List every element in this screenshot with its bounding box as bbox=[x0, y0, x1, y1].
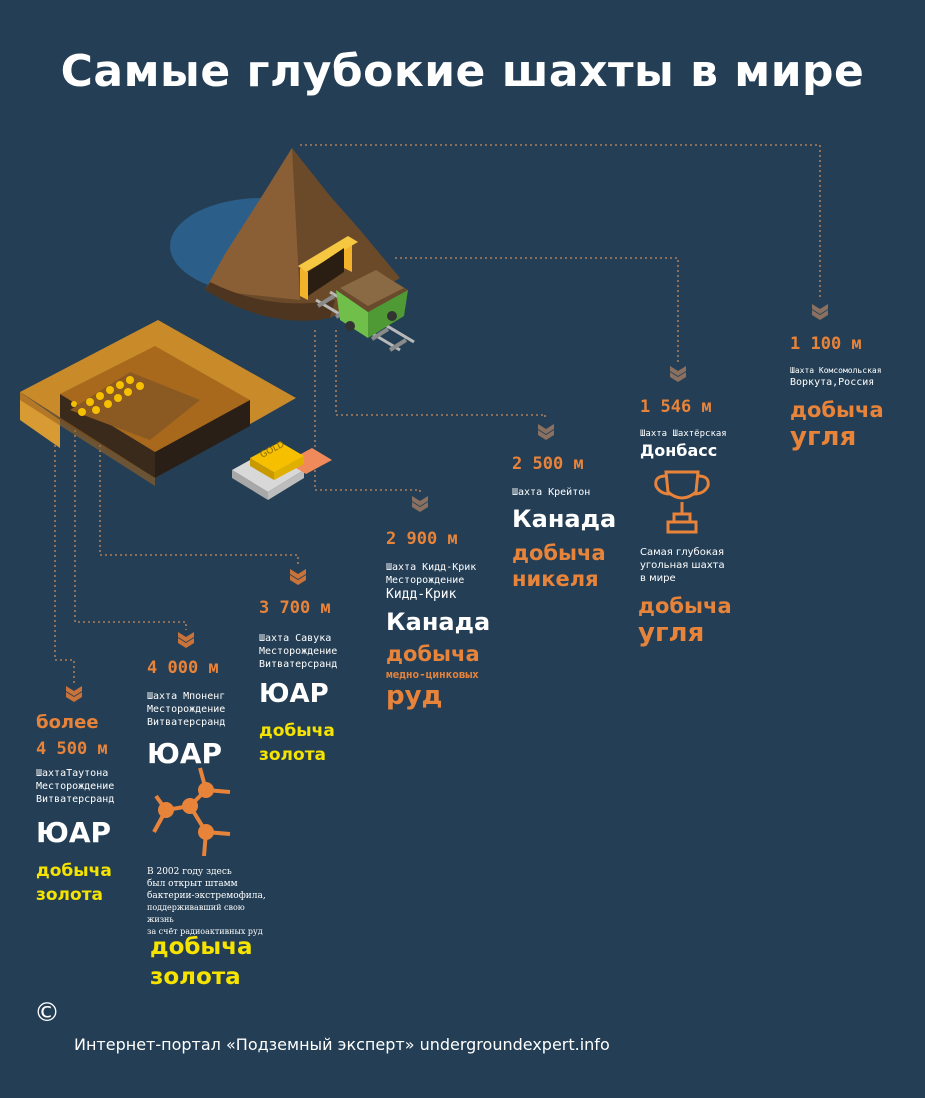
connector-line-mponeng bbox=[74, 420, 187, 630]
mountain-mine-illustration bbox=[170, 148, 415, 352]
page-title: Самые глубокие шахты в мире bbox=[60, 46, 865, 97]
footer-source: Интернет-портал «Подземный эксперт» unde… bbox=[74, 1035, 610, 1054]
country: ЮАР bbox=[259, 679, 329, 709]
gold-seam bbox=[71, 376, 144, 416]
chevron-down-icon bbox=[290, 569, 306, 585]
entrance-opening bbox=[308, 248, 344, 296]
region: Донбасс bbox=[640, 441, 718, 460]
field-line1: Месторождение bbox=[36, 781, 115, 792]
mine-name: ШахтаТаутона bbox=[36, 768, 109, 779]
mine-kidd-creek: 2 900 м Шахта Кидд-Крик Месторождение Ки… bbox=[386, 529, 490, 711]
depth-value: 2 900 м bbox=[386, 529, 458, 549]
mine-mponeng: 4 000 м Шахта Мпоненг Месторождение Витв… bbox=[147, 658, 225, 770]
depth-value: 4 000 м bbox=[147, 658, 219, 678]
country: ЮАР bbox=[147, 737, 223, 770]
mine-name: Шахта Мпоненг bbox=[147, 691, 226, 702]
mine-name: Шахта Шахтёрская bbox=[640, 429, 727, 439]
resource-line3: руд bbox=[386, 681, 443, 711]
region: Воркута,Россия bbox=[790, 377, 875, 388]
mine-name: Шахта Крейтон bbox=[512, 487, 591, 498]
depth-value: 4 500 м bbox=[36, 739, 108, 759]
chevron-down-icon bbox=[812, 304, 828, 320]
field-line1: Месторождение bbox=[386, 575, 465, 586]
connector-line-tautona bbox=[54, 420, 75, 684]
mine-shakhterskaya: 1 546 м Шахта Шахтёрская Донбасс bbox=[640, 397, 727, 460]
note-line: в мире bbox=[640, 573, 676, 584]
shakhterskaya-resource: добыча угля bbox=[638, 594, 732, 648]
resource-line2: никеля bbox=[512, 567, 599, 591]
resource-line2: золота bbox=[259, 745, 327, 765]
chevron-icons bbox=[66, 304, 828, 702]
mine-cart bbox=[336, 270, 408, 338]
mine-komsomolskaya: 1 100 м Шахта Комсомольская Воркута,Росс… bbox=[790, 334, 884, 452]
connector-line-creighton-a bbox=[335, 330, 545, 416]
mountain-light-side bbox=[205, 148, 300, 300]
resource-line2: медно-цинковых bbox=[386, 668, 479, 681]
note-line: угольная шахта bbox=[640, 560, 725, 571]
note-line: Самая глубокая bbox=[640, 547, 725, 558]
resource-line1: добыча bbox=[512, 541, 606, 565]
field-line1: Месторождение bbox=[147, 704, 226, 715]
field-line2: Витватерсранд bbox=[36, 794, 115, 805]
resource-line1: добыча bbox=[790, 398, 884, 422]
ground-cross-section bbox=[20, 320, 296, 486]
depth-value: 1 546 м bbox=[640, 397, 712, 417]
chevron-down-icon bbox=[178, 632, 194, 648]
country: Канада bbox=[512, 505, 617, 533]
note-line: за счёт радиоактивных руд bbox=[147, 927, 263, 936]
mine-creighton: 2 500 м Шахта Крейтон Канада добыча нике… bbox=[512, 454, 616, 591]
note-line: был открыт штамм bbox=[147, 879, 238, 889]
entrance-post-left bbox=[300, 268, 308, 300]
trophy-icon bbox=[654, 470, 710, 534]
country: Канада bbox=[386, 608, 491, 636]
resource-line2: золота bbox=[36, 885, 104, 905]
resource-line2: золота bbox=[150, 964, 241, 990]
connector-lines bbox=[54, 144, 821, 684]
depth-prefix: более bbox=[36, 712, 99, 733]
mponeng-resource: добыча золота bbox=[150, 934, 253, 990]
copyright-symbol: © bbox=[34, 998, 60, 1028]
chevron-down-icon bbox=[670, 366, 686, 382]
note-line: В 2002 году здесь bbox=[147, 867, 232, 877]
molecule-icon bbox=[152, 767, 231, 857]
note-line: поддерживавший свою жизнь bbox=[147, 903, 245, 924]
depth-value: 1 100 м bbox=[790, 334, 862, 354]
resource-line1: добыча bbox=[36, 861, 112, 881]
chevron-down-icon bbox=[538, 424, 554, 440]
resource-line1: добыча bbox=[638, 594, 732, 618]
mponeng-note: В 2002 году здесь был открыт штамм бакте… bbox=[147, 866, 267, 938]
field-line2: Кидд-Крик bbox=[386, 587, 457, 602]
chevron-down-icon bbox=[412, 496, 428, 512]
entrance-beam bbox=[298, 236, 358, 272]
country: ЮАР bbox=[36, 816, 112, 849]
resource-line1: добыча bbox=[150, 934, 253, 960]
chevron-down-icon bbox=[66, 686, 82, 702]
connector-line-kidd bbox=[314, 330, 421, 492]
depth-value: 2 500 м bbox=[512, 454, 584, 474]
mine-name: Шахта Комсомольская bbox=[790, 366, 882, 375]
resource-line2: угля bbox=[790, 422, 857, 452]
field-line2: Витватерсранд bbox=[147, 717, 226, 728]
gold-bars-illustration bbox=[232, 442, 332, 500]
resource-line2: угля bbox=[638, 618, 705, 648]
connector-line-shakhterskaya bbox=[395, 257, 679, 362]
resource-line1: добыча bbox=[386, 642, 480, 666]
field-line1: Месторождение bbox=[259, 646, 338, 657]
mine-savuka: 3 700 м Шахта Савука Месторождение Витва… bbox=[259, 598, 337, 765]
mine-name: Шахта Савука bbox=[259, 633, 332, 644]
mine-tautona: более 4 500 м ШахтаТаутона Месторождение… bbox=[36, 712, 114, 905]
note-line: бактерии-экстремофила, bbox=[147, 891, 266, 901]
field-line2: Витватерсранд bbox=[259, 659, 338, 670]
shakhterskaya-note: Самая глубокая угольная шахта в мире bbox=[640, 546, 725, 585]
depth-value: 3 700 м bbox=[259, 598, 331, 618]
mine-name: Шахта Кидд-Крик bbox=[386, 562, 477, 573]
connector-line-komsomolskaya bbox=[300, 144, 821, 300]
resource-line1: добыча bbox=[259, 721, 335, 741]
